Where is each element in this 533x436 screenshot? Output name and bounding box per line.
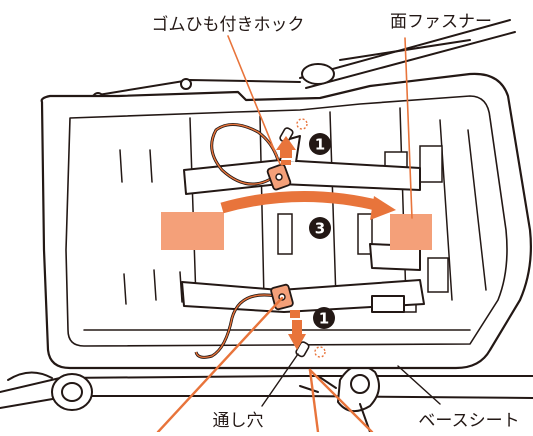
velcro-patch-left	[161, 212, 224, 250]
svg-text:3: 3	[315, 220, 325, 238]
velcro-patch-right	[390, 214, 432, 250]
svg-text:1: 1	[315, 136, 325, 154]
elastic-hook-upper	[210, 123, 292, 191]
velcro-patches	[161, 212, 432, 250]
label-base-sheet: ベースシート	[418, 411, 519, 431]
arrow-step3	[220, 190, 396, 220]
arrow-step1-upper	[276, 136, 296, 165]
step-badge-top: 1	[309, 133, 331, 155]
svg-text:1: 1	[319, 310, 329, 328]
arrow-step1-lower	[288, 310, 306, 350]
step-badge-bottom: 1	[313, 307, 335, 329]
leader-lines	[156, 35, 441, 434]
strap-lower	[181, 243, 425, 313]
step-badge-middle: 3	[309, 217, 331, 239]
label-gomuhimo-hook: ゴムひも付きホック	[152, 14, 305, 35]
label-velcro: 面ファスナー	[390, 12, 492, 32]
label-through-hole: 通し穴	[213, 411, 264, 431]
